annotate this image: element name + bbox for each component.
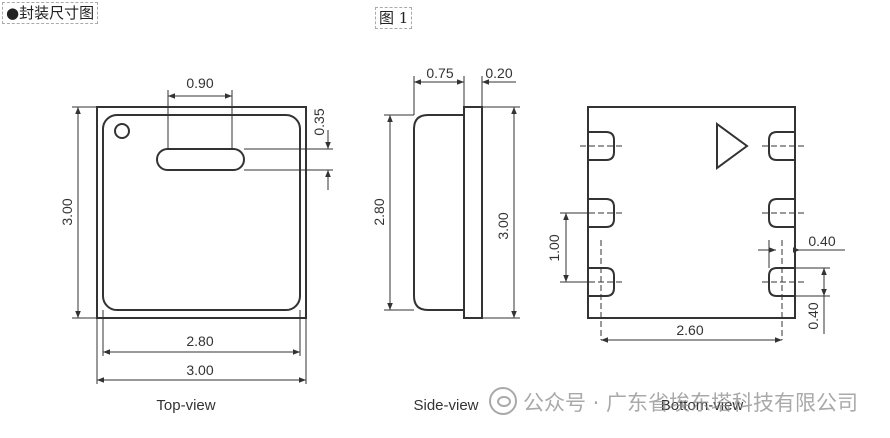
side-base [463,106,483,319]
pad-left-2 [588,198,615,228]
dim-pad-width: 0.40 [808,233,835,249]
pad-left-1 [588,131,615,161]
figure-label: 图 1 [375,7,413,29]
dim-pad-height: 0.40 [805,302,821,329]
dim-slot-width: 0.90 [186,75,213,91]
watermark-text: 公众号 · 广东省埃东塔科技有限公司 [522,391,858,415]
watermark: 公众号 · 广东省埃东塔科技有限公司 [488,387,858,417]
sensor-slot [156,148,245,171]
top-view-caption: Top-view [156,397,215,414]
section-title: ●封装尺寸图 [2,2,99,24]
dim-pitch: 1.00 [546,234,562,261]
dim-outer-height: 3.00 [59,198,75,225]
pad-right-2 [768,198,795,228]
top-outer-body [96,106,307,319]
dim-outer-width: 3.00 [186,362,213,378]
pin1-triangle-icon [716,122,749,170]
pin1-marker [114,123,130,139]
top-inner-cap [102,114,301,311]
pad-left-3 [588,267,615,297]
dim-base-height: 3.00 [495,212,511,239]
top-view [72,90,333,384]
wechat-icon [488,387,517,415]
side-view-caption: Side-view [413,397,478,414]
side-view [384,76,520,319]
side-cap-body [413,114,465,311]
dim-body-depth: 0.75 [426,65,453,81]
dim-body-height: 2.80 [371,198,387,225]
pad-right-1 [768,131,795,161]
bottom-view [560,106,845,343]
dim-slot-height: 0.35 [311,108,327,135]
dim-base-thickness: 0.20 [485,65,512,81]
dim-inner-width: 2.80 [186,333,213,349]
bottom-view-caption: Bottom-view [661,397,744,414]
dim-pad-span: 2.60 [676,322,703,338]
pad-right-3 [768,267,795,297]
